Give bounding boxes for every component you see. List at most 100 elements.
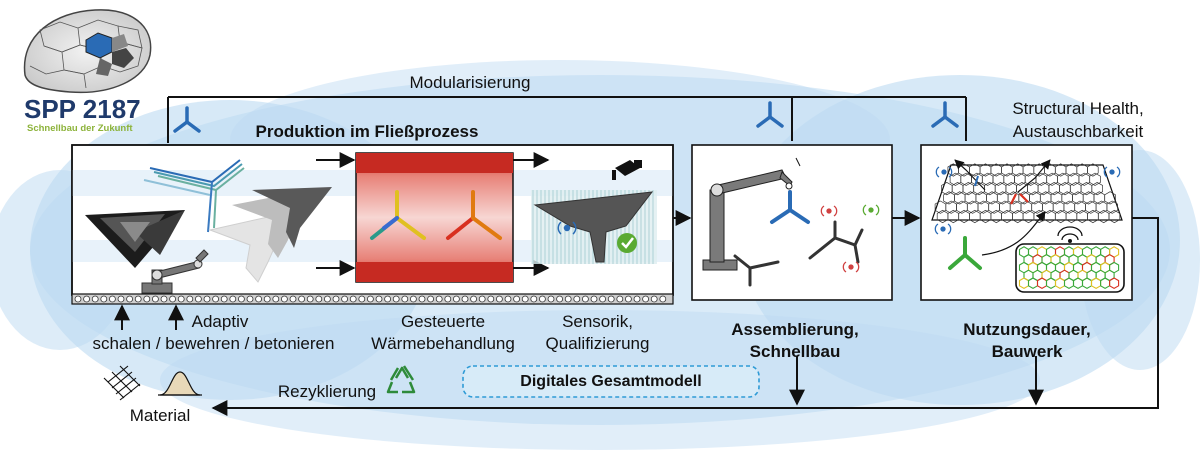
tripod-node-top-icon (173, 101, 959, 133)
label-gesteuerte: Gesteuerte (400, 312, 486, 331)
conveyor-roller (280, 295, 288, 303)
conveyor-roller (151, 295, 159, 303)
conveyor-roller (212, 295, 220, 303)
conveyor-roller (556, 295, 563, 303)
label-rezyklierung: Rezyklierung (277, 382, 377, 401)
flow-arrows-heat (316, 152, 550, 276)
conveyor-roller (220, 295, 228, 303)
conveyor-roller (478, 295, 486, 303)
assembly-sensors (820, 204, 880, 273)
conveyor-roller (255, 295, 263, 303)
conveyor-roller (444, 295, 452, 303)
logo-subtitle: Schnellbau der Zukunft (27, 123, 133, 134)
conveyor-roller (470, 295, 478, 303)
roof-hex-cell (1091, 181, 1103, 196)
label-structural-health: Structural Health, (1012, 99, 1144, 118)
conveyor-roller (616, 295, 624, 303)
conveyor-roller (401, 295, 409, 303)
conveyor-roller (409, 295, 417, 303)
conveyor-roller (229, 295, 237, 303)
conveyor-roller (590, 295, 598, 303)
conveyor-roller (539, 295, 546, 303)
conveyor-roller (521, 295, 529, 303)
assembly-box (691, 144, 893, 301)
conveyor-roller (495, 295, 503, 303)
conveyor-roller (461, 295, 469, 303)
conveyor-roller (435, 295, 443, 303)
label-assemblierung: Assemblierung, (731, 320, 859, 339)
label-digitales-gesamtmodell: Digitales Gesamtmodell (520, 373, 702, 390)
conveyor-roller (83, 295, 90, 303)
conveyor-roller (237, 295, 245, 303)
conveyor-icon (71, 293, 674, 305)
roof-hex-cell (1104, 191, 1116, 205)
conveyor-roller (418, 295, 426, 303)
conveyor-roller (358, 295, 366, 303)
conveyor-roller (194, 295, 202, 303)
label-adaptiv: Adaptiv (191, 312, 249, 331)
conveyor-roller (384, 295, 392, 303)
conveyor-roller (366, 295, 374, 303)
digital-model-box (462, 365, 760, 398)
conveyor-roller (177, 295, 185, 303)
conveyor-roller (504, 295, 512, 303)
conveyor-roller (659, 295, 667, 303)
dark-node-element (85, 210, 185, 268)
reinforcement-node (143, 159, 245, 233)
conveyor-roller (547, 295, 555, 303)
conveyor-roller (341, 295, 349, 303)
conveyor-roller (246, 295, 254, 303)
label-schalen: schalen / bewehren / betonieren (92, 334, 335, 353)
tripod-node-icon (770, 190, 810, 224)
checkmark-icon (617, 233, 637, 253)
conveyor-roller (513, 295, 520, 303)
logo-shell-icon (23, 9, 152, 94)
conveyor-roller (306, 295, 314, 303)
conveyor-roller (143, 295, 151, 303)
conveyor-roller (625, 295, 632, 303)
material-input-arrows (114, 304, 184, 330)
conveyor-roller (126, 295, 134, 303)
recycle-icon (386, 365, 416, 394)
conveyor-roller (323, 295, 331, 303)
roof-hex-cell (1087, 163, 1099, 177)
conveyor-roller (427, 295, 435, 303)
conveyor-roller (186, 295, 194, 303)
label-waermebehandlung: Wärmebehandlung (371, 334, 515, 353)
heat-treatment-chamber (355, 152, 514, 283)
conveyor-roller (599, 295, 606, 303)
label-schnellbau: Schnellbau (749, 342, 841, 361)
conveyor-roller (607, 295, 615, 303)
usage-sensors (934, 166, 1121, 235)
conveyor-roller (642, 295, 649, 303)
conveyor-roller (109, 295, 116, 303)
conveyor-roller (452, 295, 460, 303)
conveyor-roller (392, 295, 400, 303)
robot-arm-small (141, 249, 209, 294)
digital-twin-panel (1015, 226, 1125, 293)
recycling-flow (211, 217, 1159, 416)
conveyor-roller (91, 295, 99, 303)
camera-icon (612, 160, 642, 180)
conveyor-roller (582, 295, 589, 303)
conveyor-roller (272, 295, 280, 303)
conveyor-roller (487, 295, 495, 303)
conveyor-roller (117, 295, 125, 303)
sensor-zone (531, 190, 657, 264)
conveyor-roller (530, 295, 538, 303)
roof-hex-cell (1106, 200, 1118, 214)
label-sensorik: Sensorik, (562, 312, 633, 331)
assembled-structure (733, 220, 864, 287)
label-bauwerk: Bauwerk (991, 342, 1063, 361)
gray-node-elements (208, 187, 332, 283)
conveyor-roller (74, 295, 82, 303)
replacement-arrow (981, 211, 1046, 256)
conveyor-roller (633, 295, 641, 303)
label-modularisierung: Modularisierung (409, 73, 531, 92)
conveyor-roller (289, 295, 297, 303)
conveyor-roller (263, 295, 271, 303)
conveyor-roller (298, 295, 306, 303)
down-arrows (789, 356, 1044, 406)
